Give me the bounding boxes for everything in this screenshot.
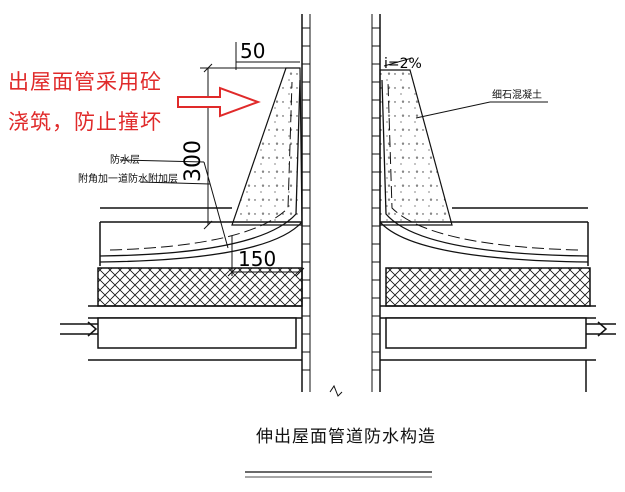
right-concrete-cone bbox=[379, 69, 453, 226]
left-concrete-cone bbox=[231, 67, 303, 226]
roof-slab-right bbox=[380, 207, 616, 392]
roof-slab-left bbox=[60, 207, 303, 361]
dim-top-width: 50 bbox=[240, 39, 265, 63]
callout-line-2: 浇筑，防止撞坏 bbox=[8, 110, 162, 134]
diagram-title: 伸出屋面管道防水构造 bbox=[256, 427, 436, 447]
slope-label: i=2% bbox=[384, 56, 422, 72]
structural-slab-right bbox=[385, 317, 587, 349]
waterproof-membrane bbox=[99, 79, 589, 263]
pipe-break-mark bbox=[329, 384, 343, 397]
dim-height: 300 bbox=[181, 140, 206, 182]
callout-line-1: 出屋面管采用砼 bbox=[8, 70, 162, 94]
fine-stone-concrete-label: 细石混凝土 bbox=[492, 90, 542, 101]
concrete-collar bbox=[231, 67, 453, 226]
dim-bottom-extent: 150 bbox=[238, 247, 276, 271]
insulation-layer-right bbox=[385, 267, 591, 307]
pipe bbox=[301, 14, 381, 397]
structural-slab-left bbox=[97, 317, 297, 349]
corner-reinforcement-label: 附角加一道防水附加层 bbox=[78, 174, 178, 185]
dimension-lines bbox=[119, 42, 548, 277]
red-arrow-icon bbox=[177, 86, 261, 118]
insulation-layer-left bbox=[97, 267, 303, 307]
waterproof-layer-label: 防水层 bbox=[110, 155, 140, 166]
callout-note: 出屋面管采用砼 浇筑，防止撞坏 bbox=[8, 62, 162, 142]
